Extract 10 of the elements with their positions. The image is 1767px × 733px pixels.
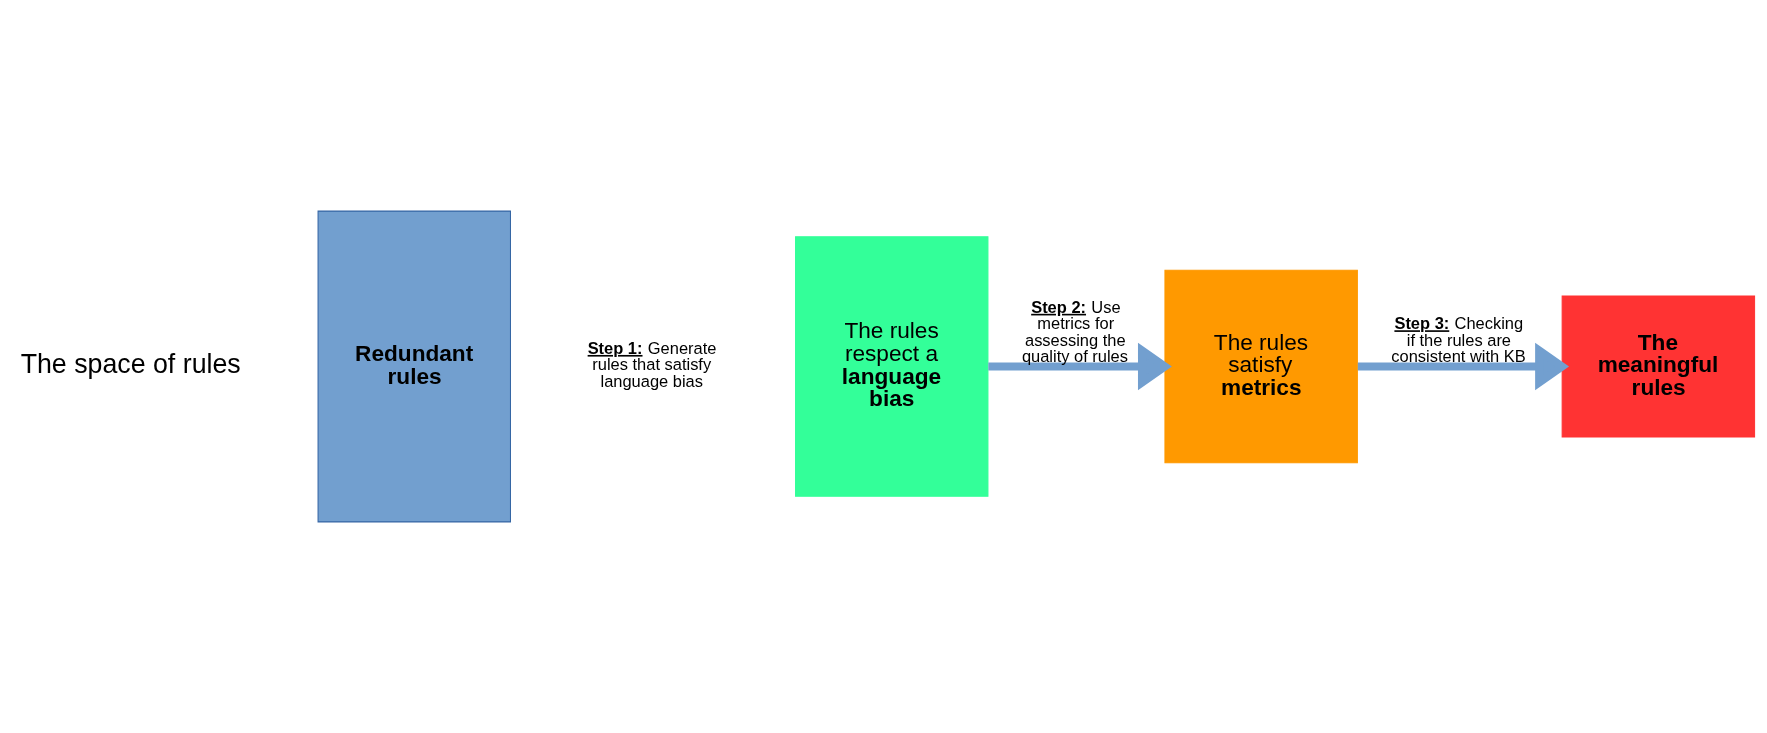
node-box: The rules satisfy metrics xyxy=(1164,269,1358,464)
edge-label: Step 3: Checking if the rules are consistent with KB xyxy=(1391,314,1526,366)
edge-label: Step 2: Use metrics for assessing the quality of rules xyxy=(1021,297,1128,366)
label: Step 1: Generate rules that satisfy language bias xyxy=(587,338,717,390)
arrow xyxy=(988,342,1172,391)
node-box: The rules respect a language bias xyxy=(795,236,989,497)
node-box: The meaningful rules xyxy=(1561,295,1756,438)
node-box: Redundant rules xyxy=(317,210,511,523)
arrow xyxy=(1357,342,1570,391)
label: The space of rules xyxy=(20,348,241,379)
